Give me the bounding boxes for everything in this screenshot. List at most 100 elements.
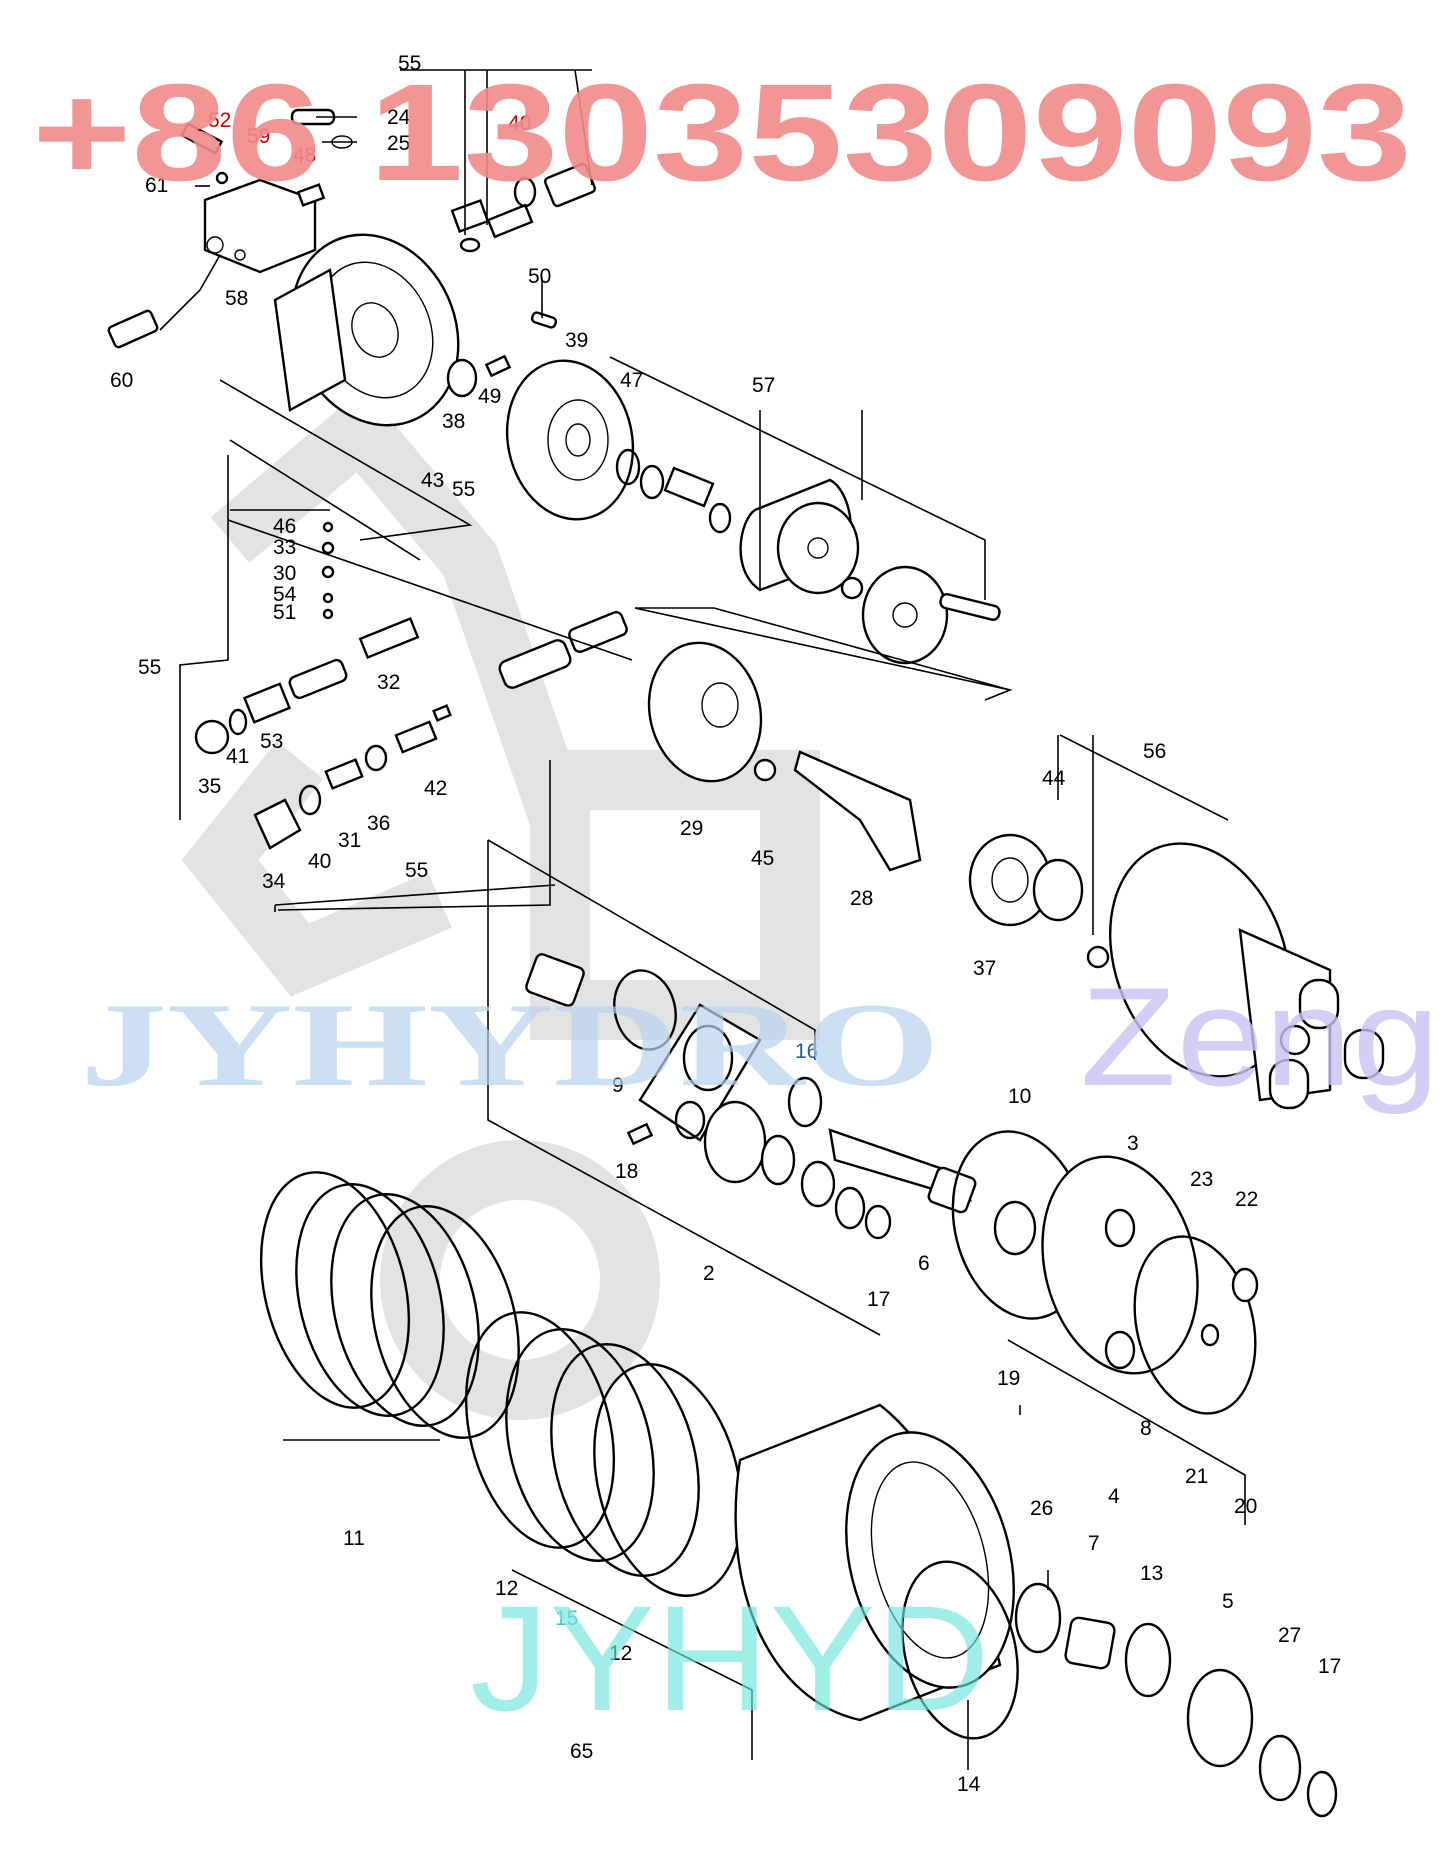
oring-11 [259,1171,411,1409]
watermarks: JYHYDRO Zeng JYHYD +86 13035309093 [32,56,1440,1742]
sun-gear-5 [1186,1668,1254,1768]
shaft-28 [793,750,922,872]
spool-53 [242,682,292,724]
oring-14 [901,1560,1019,1740]
screw-61 [215,171,229,185]
spool-sleeve [288,658,348,700]
callout-c13: 13 [1140,1562,1163,1585]
callout-c58: 58 [225,287,248,310]
callout-c4: 4 [1108,1485,1120,1508]
callout-labels: 55 52 59 48 24 25 40 61 58 60 50 39 49 3… [110,52,1341,1796]
oring-11b [370,1205,520,1439]
callout-c18: 18 [615,1160,638,1183]
bolt-52 [180,122,224,155]
callout-c50: 50 [528,265,551,288]
carrier-bearing [682,1024,734,1092]
brake-valve-group [194,521,628,850]
callout-c27: 27 [1278,1624,1301,1647]
spring [663,466,715,508]
callout-c36: 36 [367,812,390,835]
washer [834,1186,866,1230]
gasket-8 [1133,1235,1257,1415]
callout-c54: 54 [273,583,297,606]
valve-plate-39 [505,359,635,521]
nut-54 [322,592,334,604]
callout-c12a: 12 [495,1577,518,1600]
callout-c11: 11 [343,1527,365,1550]
port-plate-side [273,268,347,412]
snap-ring-17 [864,1204,892,1240]
leader-lines [159,69,1246,1770]
valve-plate-kidneys [547,399,609,481]
planet-gear [703,1100,767,1184]
callout-c2: 2 [703,1262,715,1285]
callout-c17b: 17 [1318,1655,1341,1678]
callout-c32: 32 [377,671,400,694]
pinion-gear [525,953,585,1007]
spacer-7 [1064,1616,1116,1670]
hub-stud [1343,1028,1385,1080]
washer-27 [1258,1734,1302,1802]
callout-c35: 35 [198,775,221,798]
ring-gear-teeth [870,1461,990,1659]
pin-56 [1086,945,1110,969]
motor-housing-group [1108,842,1385,1110]
callout-c5: 5 [1222,1590,1234,1613]
seal-44 [1032,858,1084,922]
callout-c60: 60 [110,369,133,392]
callout-c29: 29 [680,817,703,840]
washer-55 [459,237,481,253]
collar [708,502,732,534]
callout-c19: 19 [997,1367,1020,1390]
callout-c9: 9 [612,1074,624,1097]
plug-35 [194,719,230,755]
callout-c15: 15 [555,1607,578,1630]
callout-c14: 14 [957,1773,981,1796]
valve-body [498,639,572,689]
cylinder-face [776,501,860,595]
fitting-60 [107,309,159,349]
valve-block-group [107,108,353,349]
callout-c55d: 55 [405,859,428,882]
rotary-group [505,359,1001,665]
callout-c23: 23 [1190,1168,1213,1191]
ring-42 [432,704,452,722]
callout-c41: 41 [226,745,249,768]
callout-c34: 34 [262,870,286,893]
seal-ring [295,1183,445,1417]
spring-31 [324,758,364,790]
floating-seal-15 [505,1328,655,1562]
screw-30 [321,565,335,579]
port-plate-bore [351,302,399,358]
spring-55 [486,203,534,239]
planet-pin [800,1160,836,1208]
cover-boss [993,1200,1037,1256]
watermark-phone: +86 13035309093 [32,56,1412,210]
callout-c57: 57 [752,374,775,397]
callout-c53: 53 [260,730,283,753]
callout-c39: 39 [565,329,588,352]
callout-c28: 28 [850,887,873,910]
callout-c12b: 12 [609,1642,632,1665]
callout-c44: 44 [1042,767,1066,790]
callout-c65: 65 [570,1740,593,1763]
callout-c6: 6 [918,1252,930,1275]
swash-shaft-group [647,641,1110,969]
cover-group [951,1130,1259,1415]
ring-gear-group [734,1403,1338,1818]
callout-c17a: 17 [867,1288,890,1311]
pin-50 [530,311,558,329]
gear-13 [1124,1622,1172,1698]
motor-housing-56 [1108,842,1292,1078]
callout-c20: 20 [1234,1495,1257,1518]
callout-c38: 38 [442,410,465,433]
callout-c46: 46 [273,515,296,538]
callout-c16: 16 [795,1040,818,1063]
callout-c47: 47 [620,369,643,392]
callout-c31: 31 [338,829,361,852]
callout-c49: 49 [478,385,501,408]
port-plate-group [273,162,597,427]
bearing-12b [593,1363,743,1597]
retainer-bore [892,602,918,628]
